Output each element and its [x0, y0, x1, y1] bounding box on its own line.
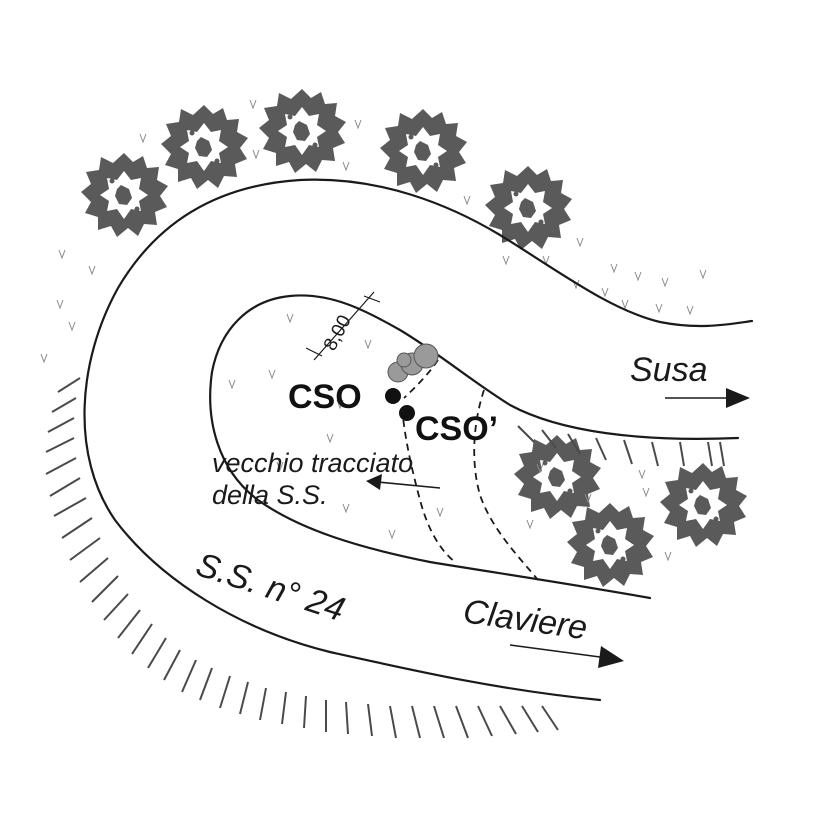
survey-point-icon [399, 405, 415, 421]
direction-arrow-icon [598, 646, 624, 668]
tree-canopy-icon [514, 435, 601, 519]
grass-tuft-icon [68, 321, 76, 331]
grass-tuft-icon [58, 249, 66, 259]
grass-tuft-icon [436, 507, 444, 517]
grass-tuft-icon [56, 299, 64, 309]
tree-canopy-icon [660, 463, 747, 547]
old-route-line [473, 389, 539, 581]
grass-tuft-icon [388, 529, 396, 539]
grass-tuft-icon [342, 161, 350, 171]
embankment-hatching [517, 425, 725, 467]
direction-arrow-icon [366, 474, 382, 490]
grass-tuft-icon [139, 133, 147, 143]
grass-tuft-icon [655, 303, 663, 313]
shrub-cluster [387, 343, 439, 383]
grass-tuft-icon [326, 433, 334, 443]
tree-canopy-icon [567, 503, 654, 587]
grass-tuft-icon [268, 369, 276, 379]
point-label-cso-prime: CSO’ [415, 410, 498, 448]
grass-tuft-icon [610, 263, 618, 273]
survey-points: CSO CSO’ [288, 378, 498, 448]
grass-tuft-icon [634, 271, 642, 281]
road-inner-edge [209, 294, 740, 600]
grass-tuft-icon [576, 237, 584, 247]
grass-tuft-icon [699, 269, 707, 279]
grass-tuft-icon [354, 119, 362, 129]
grass-tuft-icon [526, 519, 534, 529]
road-name-label: S.S. n° 24 [192, 545, 350, 629]
tree-canopy-icon [380, 109, 467, 193]
old-route-label-line2: della S.S. [212, 480, 328, 510]
tree-canopy-icon [485, 166, 572, 250]
grass-tuft-icon [621, 299, 629, 309]
grass-tuft-icon [88, 265, 96, 275]
grass-tuft-icon [342, 503, 350, 513]
old-route-line [401, 407, 456, 563]
survey-point-icon [385, 388, 401, 404]
destination-label-claviere: Claviere [461, 592, 590, 647]
grass-tuft-icon [286, 313, 294, 323]
grass-tuft-icon [642, 487, 650, 497]
grass-tuft-icon [364, 339, 372, 349]
direction-claviere: Claviere [461, 592, 624, 668]
grass-tuft-icon [502, 255, 510, 265]
old-route-label-line1: vecchio tracciato [212, 448, 413, 478]
old-route [401, 359, 539, 581]
tree-canopy-icon [81, 153, 168, 237]
grass-tuft-icon [40, 353, 48, 363]
grass-tuft-icon [601, 287, 609, 297]
grass-tuft-icon [252, 149, 260, 159]
direction-susa: Susa [630, 351, 750, 408]
grass-tuft-icon [686, 305, 694, 315]
direction-arrow-icon [726, 388, 750, 408]
point-label-cso: CSO [288, 378, 362, 416]
tree-canopy-icon [161, 105, 248, 189]
tree-canopy-icon [259, 89, 346, 173]
destination-label-susa: Susa [630, 351, 708, 389]
grass-tuft-icon [638, 469, 646, 479]
grass-tuft-icon [463, 195, 471, 205]
grass-tuft-icon [228, 379, 236, 389]
road-outer-edge [83, 178, 754, 702]
grass-tuft-icon [661, 277, 669, 287]
old-route-annotation: vecchio tracciato della S.S. [212, 448, 441, 510]
road-ss24 [83, 178, 754, 702]
grass-tuft-icon [249, 99, 257, 109]
embankment-hatching [45, 377, 559, 739]
grass-tuft-icon [664, 551, 672, 561]
